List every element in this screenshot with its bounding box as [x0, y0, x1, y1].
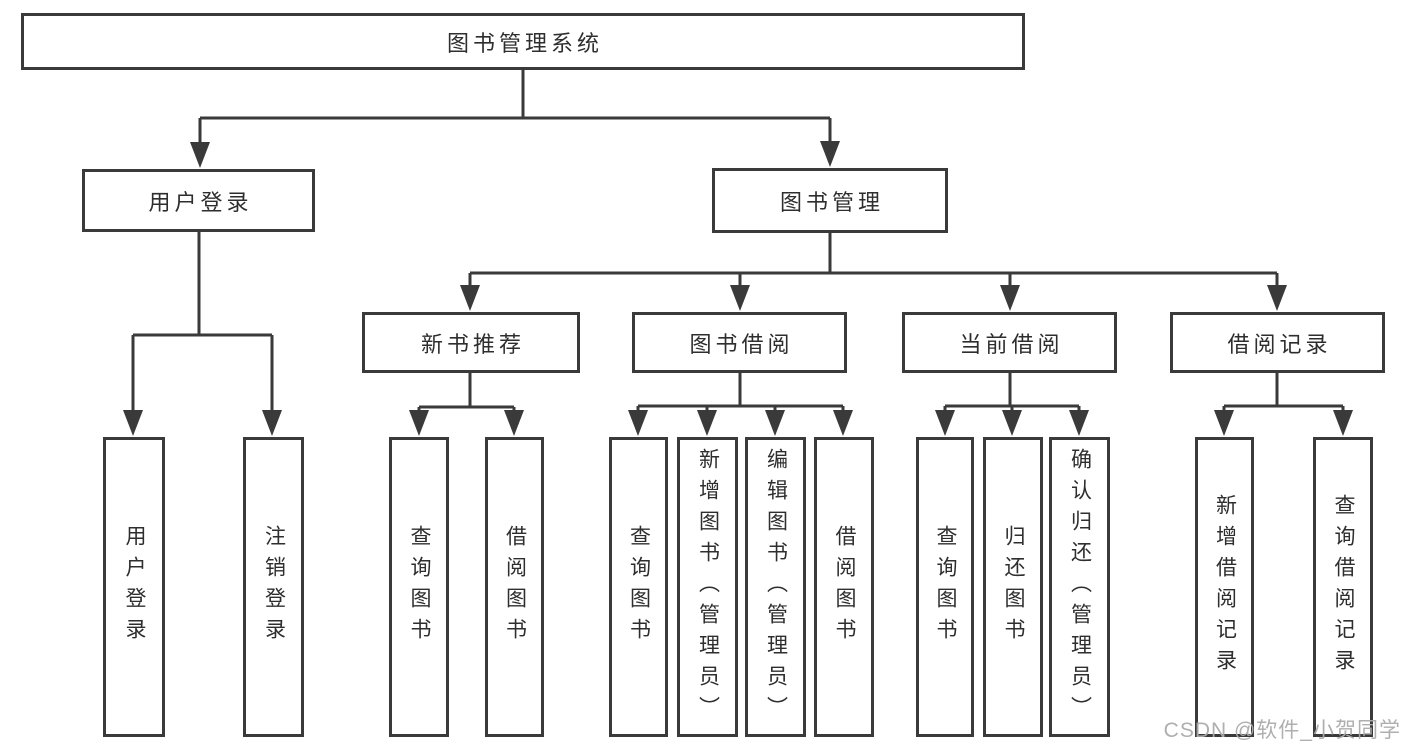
leaf-records-add-borrow-record: 新增借阅记录: [1195, 437, 1254, 737]
node-book-borrowing: 图书借阅: [632, 312, 847, 373]
csdn-watermark: CSDN @软件_小贺同学: [1163, 719, 1401, 742]
connector-book-mgmt-children: [460, 233, 1287, 311]
leaf-borrow-query-books-label: 查询图书: [627, 525, 651, 649]
node-user-login-label: 用户登录: [148, 189, 253, 215]
leaf-records-query-borrow-record: 查询借阅记录: [1313, 437, 1373, 737]
connector-book-borrow-children: [628, 373, 853, 436]
node-book-management: 图书管理: [712, 168, 948, 233]
node-borrowing-records-label: 借阅记录: [1227, 331, 1332, 357]
node-book-borrowing-label: 图书借阅: [689, 331, 794, 357]
connector-user-login-children: [123, 232, 282, 436]
leaf-borrow-borrow-books: 借阅图书: [814, 437, 874, 737]
leaf-current-return-books: 归还图书: [983, 437, 1043, 737]
leaf-borrow-add-books-admin: 新增图书（管理员）: [677, 437, 738, 737]
node-library-management-system: 图书管理系统: [21, 13, 1025, 70]
leaf-borrow-query-books: 查询图书: [609, 437, 668, 737]
node-book-management-label: 图书管理: [779, 189, 884, 215]
leaf-records-query-borrow-record-label: 查询借阅记录: [1332, 494, 1355, 680]
connector-root-to-level2: [190, 70, 840, 168]
node-user-login: 用户登录: [82, 169, 315, 232]
node-library-management-system-label: 图书管理系统: [446, 30, 603, 56]
leaf-borrow-edit-books-admin: 编辑图书（管理员）: [745, 437, 806, 737]
node-current-borrowing-label: 当前借阅: [959, 331, 1064, 357]
node-new-book-recommend-label: 新书推荐: [420, 331, 525, 357]
leaf-newbook-query-books: 查询图书: [389, 437, 449, 737]
leaf-newbook-query-books-label: 查询图书: [408, 525, 431, 649]
node-borrowing-records: 借阅记录: [1170, 312, 1385, 373]
leaf-current-query-books: 查询图书: [916, 437, 974, 737]
leaf-newbook-borrow-books: 借阅图书: [485, 437, 544, 737]
leaf-borrow-edit-books-admin-label: 编辑图书（管理员）: [764, 447, 788, 727]
node-current-borrowing: 当前借阅: [902, 312, 1117, 373]
connector-new-books-children: [409, 373, 524, 436]
leaf-current-confirm-return-admin: 确认归还（管理员）: [1049, 437, 1110, 737]
leaf-records-add-borrow-record-label: 新增借阅记录: [1213, 494, 1237, 680]
leaf-borrow-add-books-admin-label: 新增图书（管理员）: [696, 447, 720, 727]
leaf-user-login-label: 用户登录: [123, 525, 146, 649]
leaf-user-login: 用户登录: [103, 437, 165, 737]
leaf-current-confirm-return-admin-label: 确认归还（管理员）: [1068, 447, 1092, 727]
leaf-newbook-borrow-books-label: 借阅图书: [503, 525, 527, 649]
connector-current-borrow-children: [935, 373, 1089, 436]
node-new-book-recommend: 新书推荐: [362, 312, 580, 373]
leaf-logout-label: 注销登录: [262, 525, 286, 649]
connector-borrow-records-children: [1214, 373, 1353, 436]
leaf-current-query-books-label: 查询图书: [934, 525, 957, 649]
leaf-borrow-borrow-books-label: 借阅图书: [833, 525, 856, 649]
leaf-logout: 注销登录: [243, 437, 304, 737]
leaf-current-return-books-label: 归还图书: [1002, 525, 1025, 649]
